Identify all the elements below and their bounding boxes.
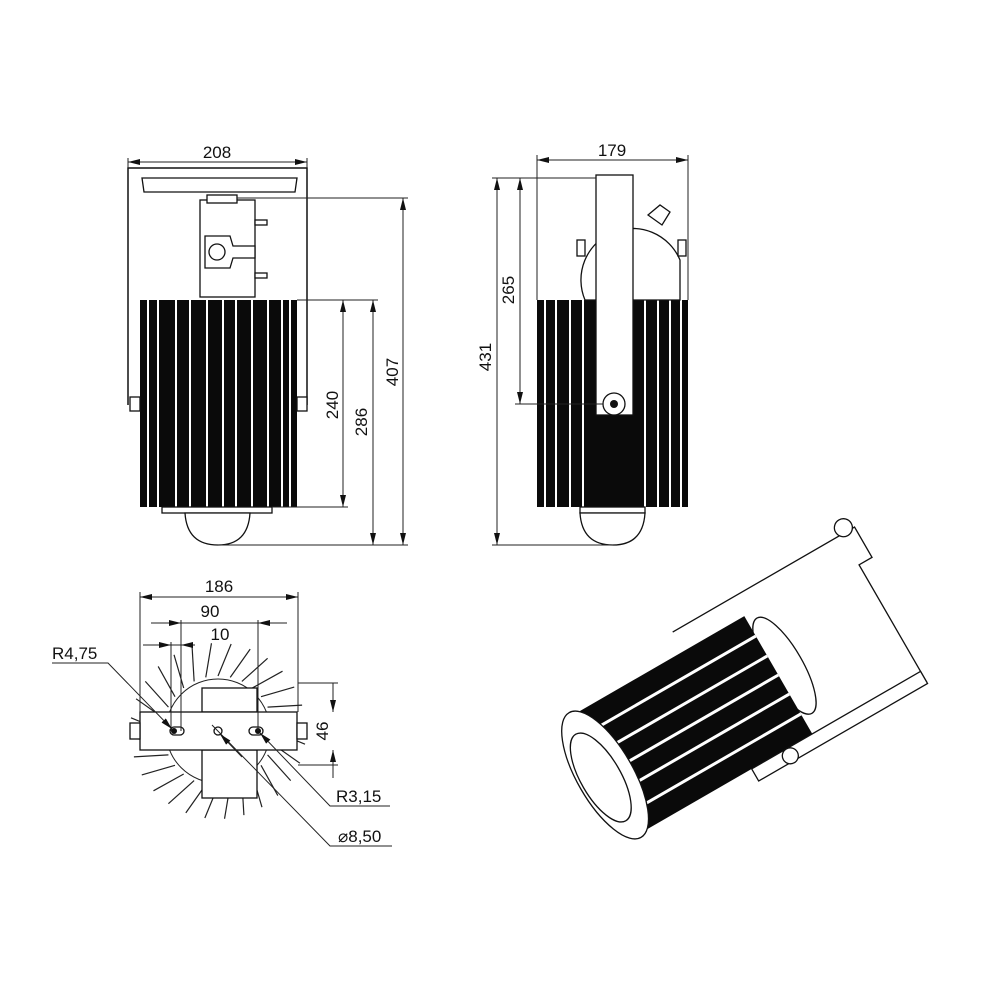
dim-front-total-height: 407 xyxy=(383,358,402,386)
cable-gland-icon xyxy=(208,243,226,261)
dim-side-total-height: 431 xyxy=(476,343,495,371)
nut-left xyxy=(129,396,141,412)
dim-bottom-width: 186 xyxy=(205,577,233,596)
fin xyxy=(191,646,195,682)
front-view: 208 407 286 240 xyxy=(127,143,408,546)
bracket-arm xyxy=(595,174,634,416)
dim-plate-width: 46 xyxy=(313,722,332,741)
isometric-view xyxy=(561,518,929,840)
bottom-view: 186 90 10 46 R4,75 R3,15 ⌀8,50 xyxy=(52,577,392,847)
label-radius-large: R4,75 xyxy=(52,644,97,663)
fin xyxy=(241,657,269,682)
lens-dome-side xyxy=(579,512,646,546)
dim-front-body-height: 286 xyxy=(352,408,371,436)
fin xyxy=(260,686,295,698)
fin xyxy=(229,648,251,678)
lens-dome xyxy=(184,512,251,546)
fin xyxy=(260,765,279,796)
label-diameter: ⌀8,50 xyxy=(338,827,381,846)
side-view: 179 431 265 xyxy=(476,141,689,546)
iso-lens xyxy=(569,732,632,823)
dim-slot-length: 10 xyxy=(211,625,230,644)
fin xyxy=(167,780,195,805)
fin xyxy=(144,680,169,708)
dim-side-pivot-height: 265 xyxy=(499,276,518,304)
dim-front-heatsink-height: 240 xyxy=(323,391,342,419)
heatsink-front xyxy=(140,300,297,507)
dim-side-depth: 179 xyxy=(598,141,626,160)
fin xyxy=(217,643,232,677)
dim-front-width: 208 xyxy=(203,143,231,162)
fin xyxy=(267,754,292,782)
dim-hole-spacing: 90 xyxy=(201,602,220,621)
label-radius-small: R3,15 xyxy=(336,787,381,806)
fin xyxy=(157,666,176,697)
bracket-top-bar xyxy=(141,177,298,193)
fin xyxy=(173,654,185,689)
fin xyxy=(133,754,169,758)
nut-right xyxy=(296,396,308,412)
fin xyxy=(153,773,184,792)
mounting-bracket xyxy=(127,167,308,405)
fin xyxy=(205,643,213,678)
fin xyxy=(267,704,303,708)
fin xyxy=(141,764,176,776)
fin xyxy=(252,670,283,689)
